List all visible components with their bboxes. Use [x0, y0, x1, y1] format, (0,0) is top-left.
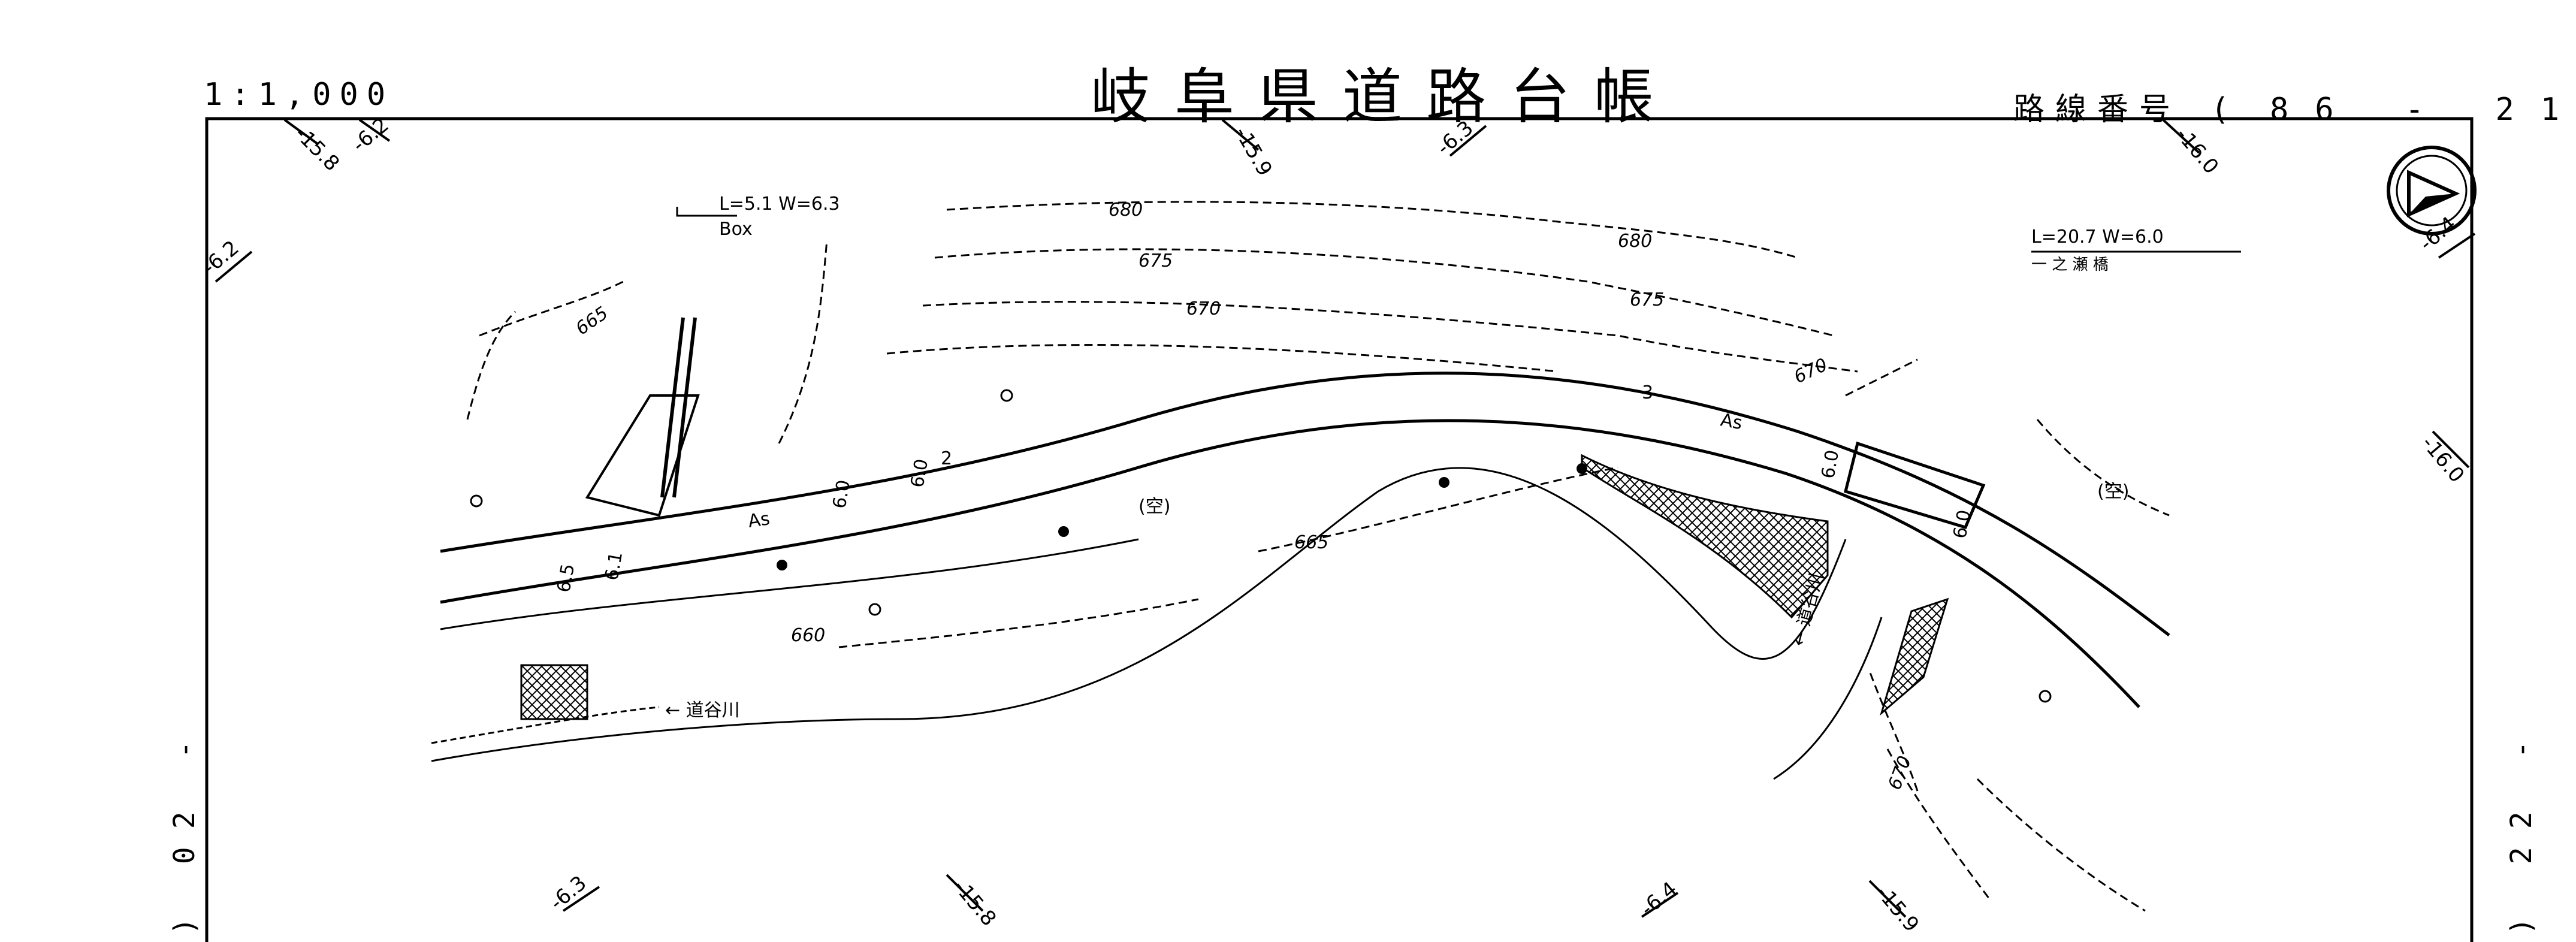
marker-dot [777, 560, 787, 570]
river-bank-hatch [1880, 597, 1949, 716]
map-markers-open [470, 389, 2052, 703]
contour-label: 675 [1630, 289, 1664, 310]
bridge-dimensions: L=20.7 W=6.0 [2031, 227, 2164, 247]
contour-lines [466, 201, 2170, 912]
contour-label: 670 [1885, 753, 1916, 793]
culvert-hatch [520, 664, 588, 720]
station-label: -15.8 [290, 122, 344, 176]
route-label: 路線番号 [2013, 92, 2182, 128]
route-number: 路線番号 ( 86 - 21 ) [2013, 84, 2576, 129]
map-scale: 1:1,000 [204, 77, 394, 113]
route-open: ( [2210, 92, 2240, 128]
station-label: -15.8 [949, 875, 1001, 931]
road-width-label: 6.0 [1817, 448, 1843, 480]
contour-label: 675 [1138, 250, 1173, 271]
road-surface-label: As [747, 508, 771, 532]
marker-circle [2039, 690, 2052, 703]
north-arrow-icon [2387, 146, 2477, 236]
contour-label: 660 [791, 625, 825, 646]
bridge-name: 一 之 瀬 橋 [2031, 256, 2109, 274]
marker-dot [1058, 526, 1069, 537]
road-width-label: 6.0 [907, 457, 932, 489]
contour-label: 670 [1186, 298, 1221, 319]
station-ticks-bottom [562, 874, 1907, 918]
river [431, 467, 1883, 780]
road-width-label: 6.1 [601, 550, 627, 582]
marker-dot [1439, 477, 1449, 488]
bridge [1843, 250, 2241, 530]
map-markers [777, 463, 1587, 570]
map-frame [205, 117, 2474, 942]
station-ticks-top [215, 119, 2476, 469]
bridge-abutment-hatch [1581, 454, 1829, 619]
road-width-label: 2 [941, 448, 952, 469]
road-width-label: 3 [1642, 382, 1653, 403]
road [440, 372, 2170, 708]
route-number-value: 86 - 21 [2269, 92, 2576, 128]
vacant-lot-label: (空) [1138, 496, 1170, 517]
station-label: -6.3 [545, 871, 591, 915]
road-width-label: 6.0 [1949, 508, 1975, 540]
contour-labels: 680 675 680 675 670 665 665 660 670 670 [572, 200, 1916, 793]
contour-label: 670 [1791, 354, 1831, 388]
station-label: -6.4 [1636, 877, 1682, 921]
station-label: -16.0 [2171, 123, 2223, 179]
marker-dot [1577, 463, 1587, 474]
station-label: -6.3 [1432, 116, 1478, 160]
contour-label: 680 [1109, 200, 1143, 221]
station-label: -15.9 [1230, 123, 1277, 180]
river-label: ← 道谷川 [665, 700, 740, 721]
contour-label: 665 [572, 303, 612, 340]
culvert-type: Box [719, 219, 753, 240]
road-surface-label: As [1719, 409, 1744, 434]
box-culvert [585, 207, 737, 517]
contour-label: 680 [1618, 231, 1652, 252]
road-width-label: 6.5 [553, 562, 579, 594]
road-width-label: 6.0 [829, 478, 854, 510]
station-label: -15.9 [1871, 881, 1923, 937]
marker-circle [470, 494, 483, 508]
culvert-dimensions: L=5.1 W=6.3 [719, 194, 840, 215]
contour-label: 665 [1294, 532, 1328, 553]
vacant-lot-label: (空) [2097, 481, 2129, 502]
marker-circle [868, 603, 881, 616]
station-label: -6.4 [2415, 212, 2461, 256]
marker-circle [1000, 389, 1013, 402]
station-label: -6.2 [198, 236, 244, 280]
